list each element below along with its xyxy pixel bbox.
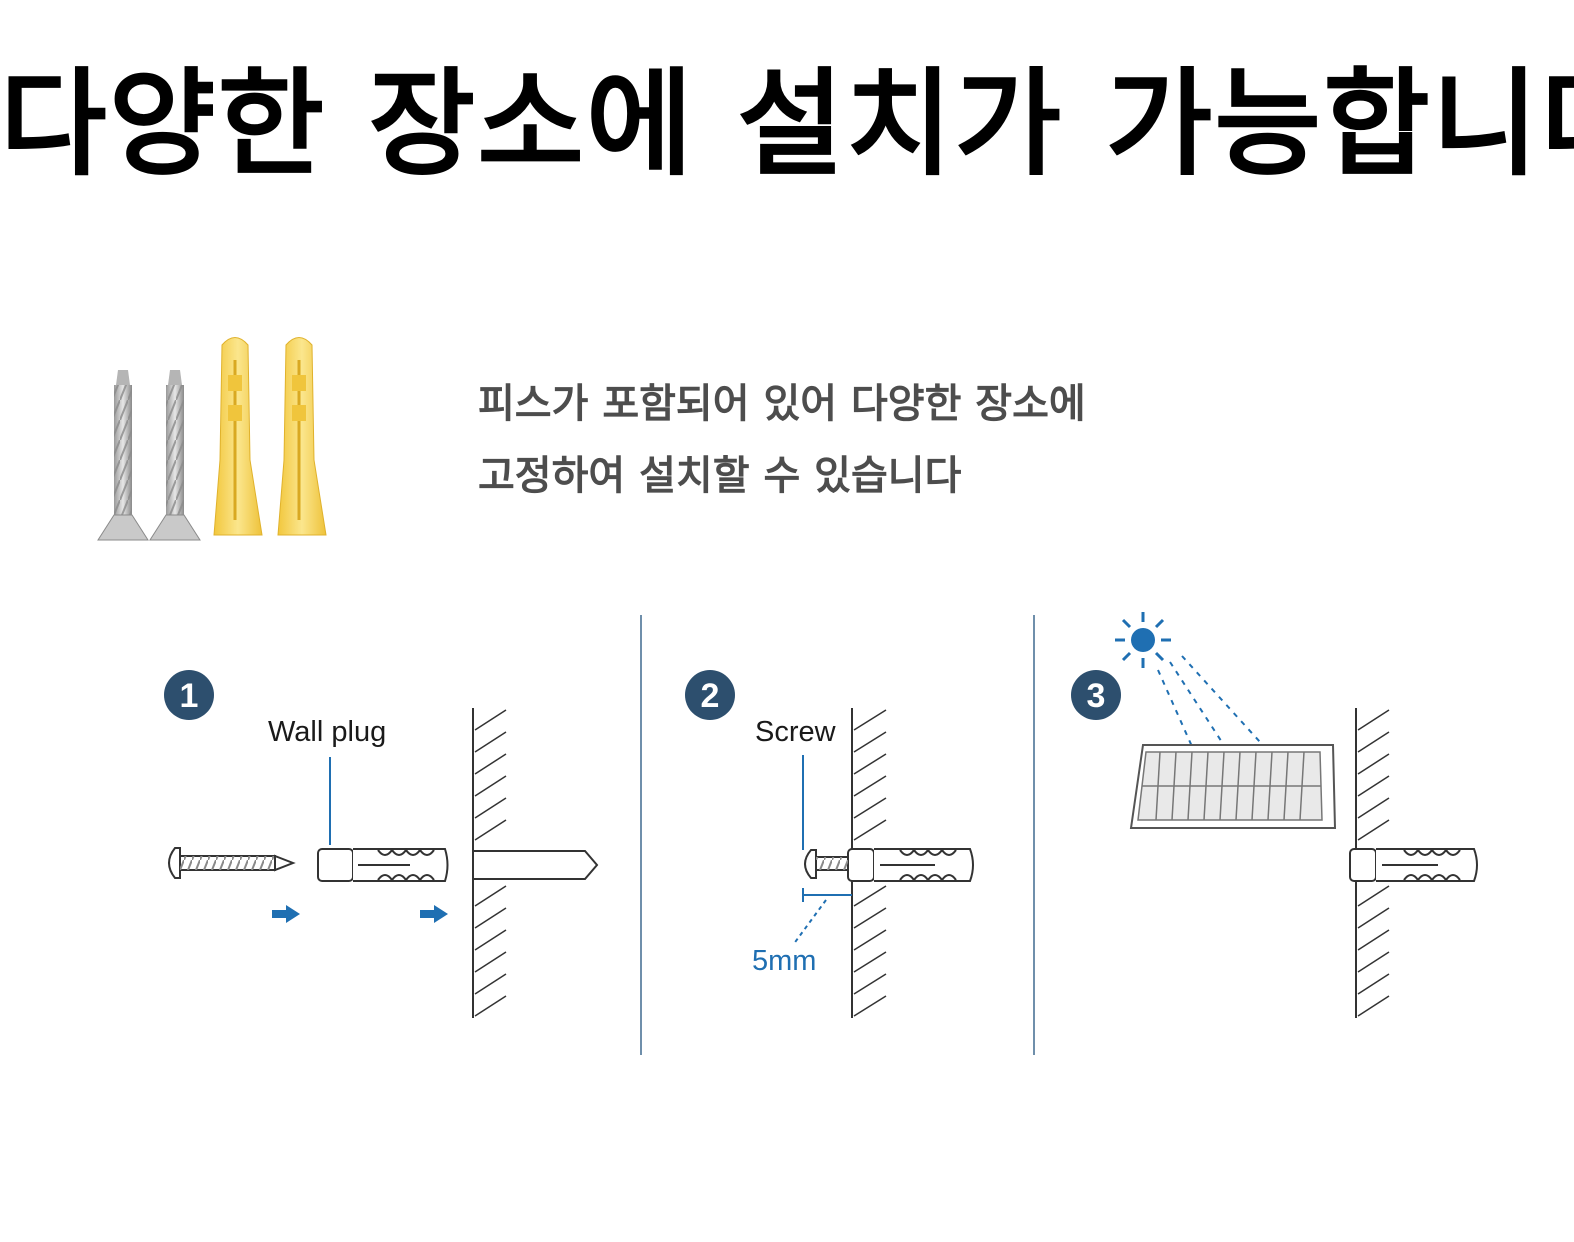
step-2-badge — [685, 670, 735, 720]
caption-block: 피스가 포함되어 있어 다양한 장소에 고정하여 설치할 수 있습니다 — [478, 368, 1086, 512]
step-1-badge — [164, 670, 214, 720]
yellow-wall-plug-icon — [277, 337, 327, 536]
step-3-badge — [1071, 670, 1121, 720]
installed-plug-icon — [1349, 848, 1478, 882]
installed-plug-icon — [847, 848, 974, 882]
wall-section — [472, 708, 599, 1018]
hardware-photo — [97, 337, 327, 541]
screw-label: Screw — [755, 716, 837, 748]
sun-icon — [1115, 612, 1171, 668]
step-1-number: 1 — [180, 677, 199, 715]
arrow-right-icon — [420, 905, 448, 923]
step-3-number: 3 — [1087, 677, 1106, 715]
gap-measure-label: 5mm — [752, 945, 816, 977]
step-3-panel: 3 — [1071, 612, 1478, 1018]
caption-line-2: 고정하여 설치할 수 있습니다 — [478, 453, 962, 499]
caption-line-1: 피스가 포함되어 있어 다양한 장소에 — [478, 381, 1086, 427]
wall-plug-label: Wall plug — [268, 716, 386, 748]
step-2-panel: 2 Screw — [685, 670, 974, 1018]
metal-screw-icon — [149, 370, 201, 541]
solar-panel-icon — [1129, 744, 1337, 829]
gap-dimension — [792, 888, 852, 946]
drilled-hole — [472, 850, 599, 880]
step-2-number: 2 — [701, 677, 720, 715]
yellow-wall-plug-icon — [213, 337, 263, 536]
wall-plug-icon — [317, 848, 449, 882]
page-headline: 다양한 장소에 설치가 가능합니다 — [0, 57, 1574, 192]
step-1-panel: 1 Wall plug — [164, 670, 599, 1018]
metal-screw-icon — [97, 370, 149, 541]
screw-icon — [804, 849, 849, 879]
screw-icon — [168, 847, 296, 879]
arrow-right-icon — [272, 905, 300, 923]
